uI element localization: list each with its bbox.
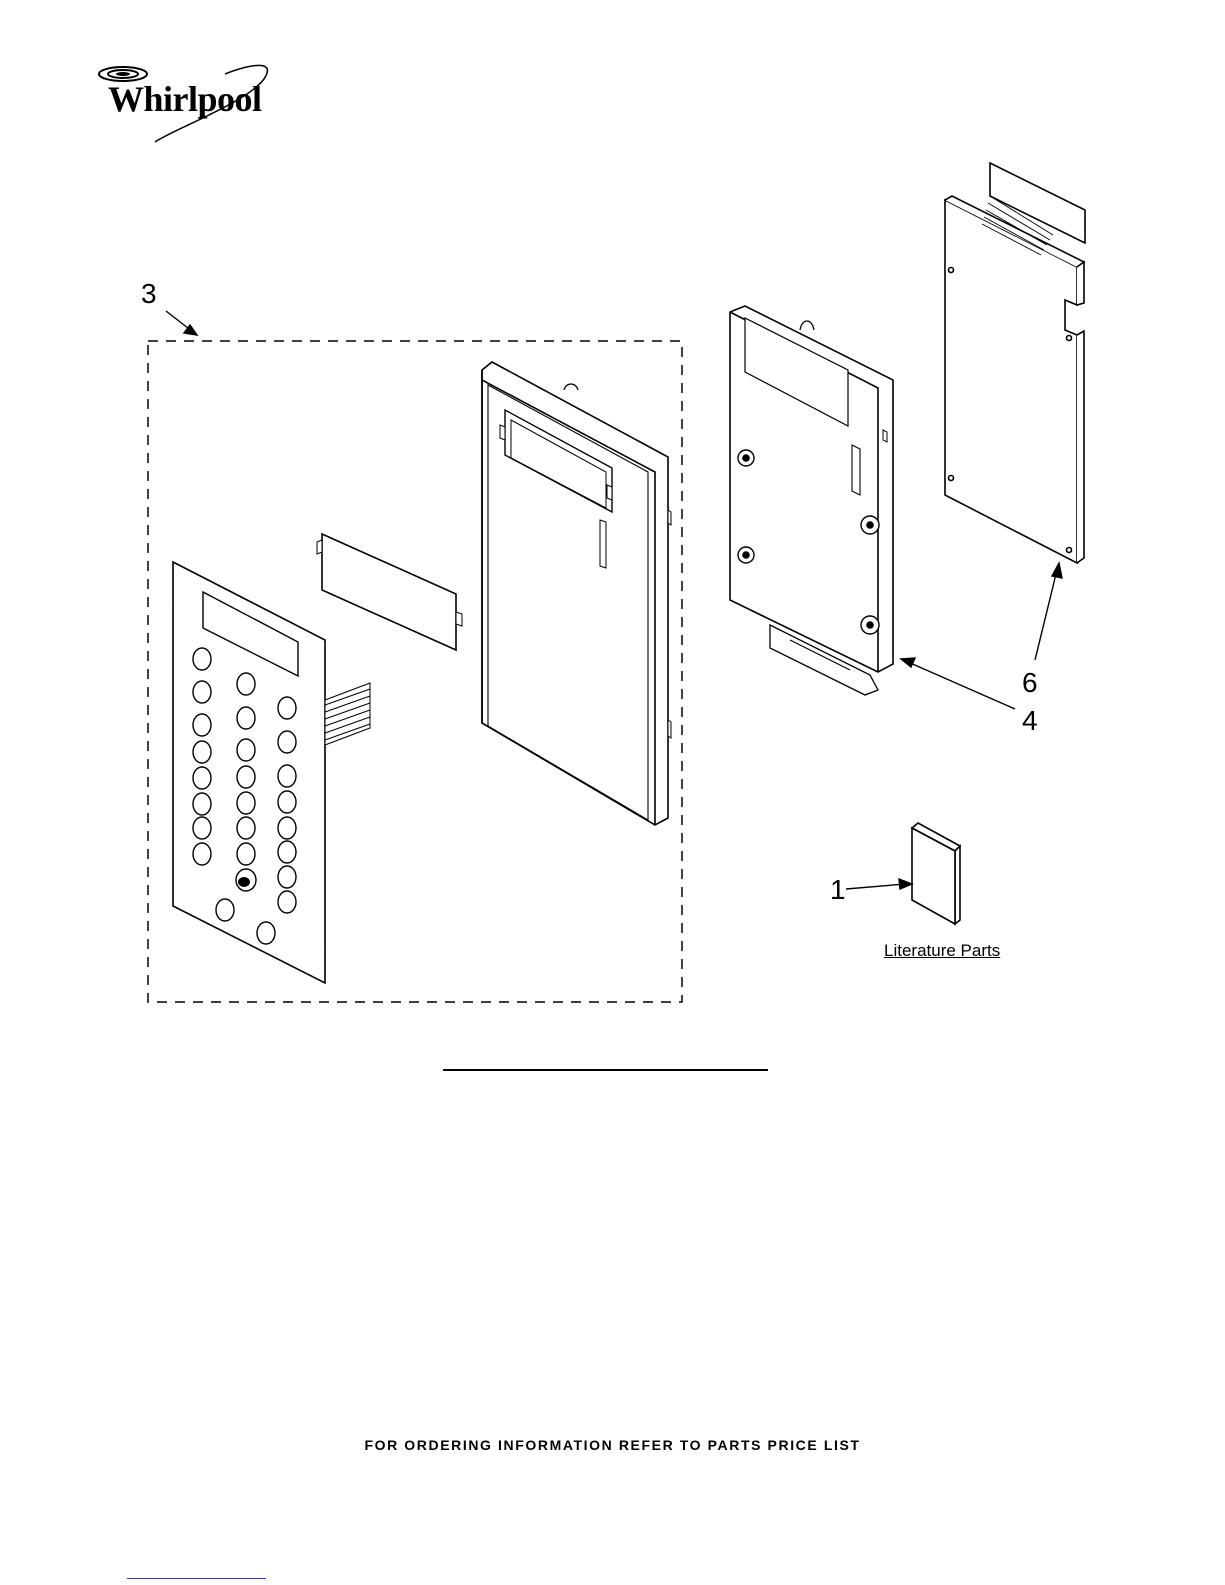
keypad-membrane — [173, 562, 370, 983]
callout-1-label: 1 — [830, 874, 846, 905]
keypad-dial-icon — [238, 877, 250, 887]
keypad-ribbon-cable — [325, 683, 370, 745]
literature-booklet — [912, 823, 960, 924]
bottom-link-underline[interactable] — [127, 1578, 266, 1579]
control-circuit-board — [945, 163, 1085, 563]
ordering-info-footer: FOR ORDERING INFORMATION REFER TO PARTS … — [0, 1437, 1225, 1453]
callout-3-label: 3 — [141, 278, 157, 309]
literature-parts-label: Literature Parts — [884, 941, 1000, 961]
control-housing-bracket — [730, 306, 893, 695]
display-window-lens — [317, 534, 462, 650]
title-underline — [443, 1069, 768, 1071]
callout-6-label: 6 — [1022, 667, 1038, 698]
callout-4-label: 4 — [1022, 705, 1038, 736]
control-panel-frame — [482, 362, 671, 825]
